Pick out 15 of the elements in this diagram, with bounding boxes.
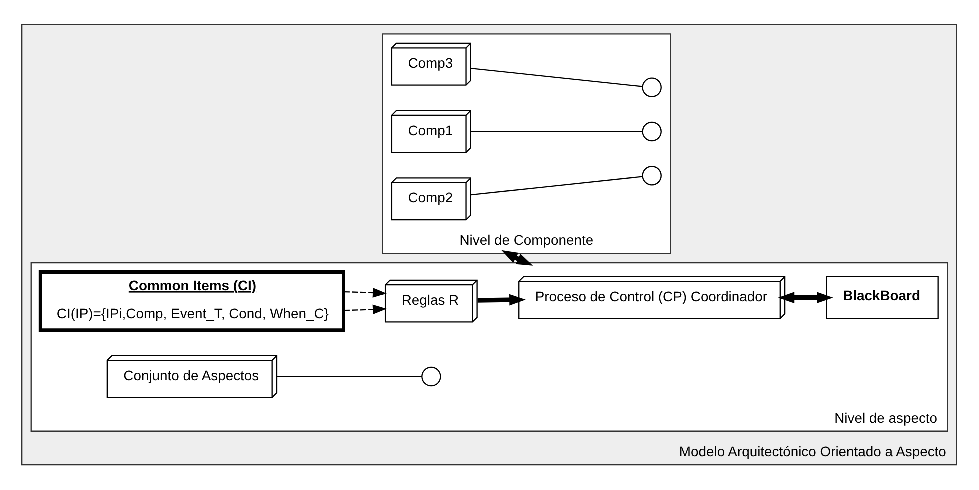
connector [471,131,643,132]
connector [277,376,422,378]
node-circle [422,366,442,387]
arrow [778,292,834,304]
node-circle [642,78,662,98]
node-box: Common Items (CI) CI(IP)={IPi,Comp, Event_T, Cond, When_C} [38,270,346,332]
arrow [344,288,387,298]
node-box: BlackBoard [826,276,939,320]
node-circle [642,122,662,142]
arrow [478,294,526,306]
arrow [502,250,534,266]
connector [471,68,643,88]
arrow [344,304,387,315]
connector [471,176,643,196]
node-circle [642,166,662,186]
